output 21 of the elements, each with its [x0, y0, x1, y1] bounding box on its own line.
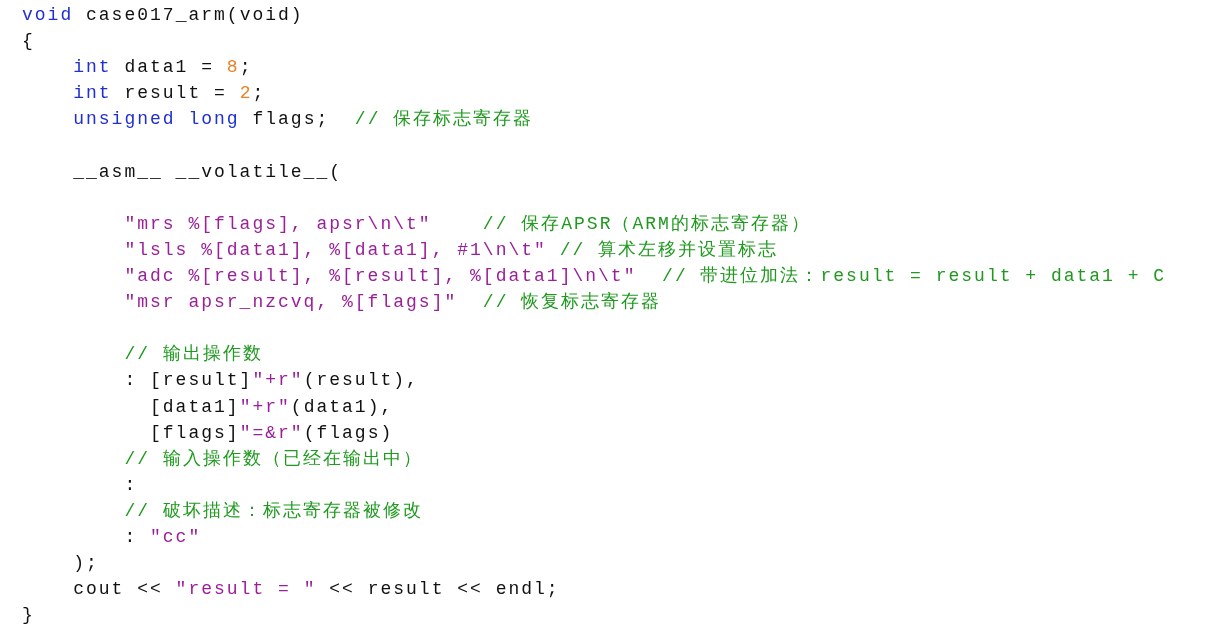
code-line: int result = 2; [73, 82, 266, 105]
code-line: "mrs %[flags], apsr\n\t" // 保存APSR（ARM的标志寄存器） [124, 212, 811, 235]
code-line: unsigned long flags; // 保存标志寄存器 [73, 108, 534, 131]
code-line: ); [73, 552, 99, 575]
code-line: : [result]"+r"(result), [124, 369, 419, 392]
code-line: [data1]"+r"(data1), [150, 395, 394, 418]
code-line: "lsls %[data1], %[data1], #1\n\t" // 算术左移并设置标志 [124, 238, 779, 261]
code-line: : "cc" [124, 526, 202, 548]
code-line: cout << "result = " << result << endl; [73, 578, 560, 601]
code-line: __asm__ __volatile__( [73, 160, 343, 183]
code-line: : [124, 473, 138, 496]
code-line: void case017_arm(void) [22, 4, 304, 26]
code-line: // 输出操作数 [124, 343, 263, 366]
code-line: // 破坏描述：标志寄存器被修改 [124, 499, 423, 522]
code-line: // 输入操作数（已经在输出中） [124, 447, 423, 470]
code-line: [flags]"=&r"(flags) [150, 421, 394, 444]
code-line: { [22, 30, 35, 53]
code-line: int data1 = 8; [73, 56, 253, 79]
code-line: "msr apsr_nzcvq, %[flags]" // 恢复标志寄存器 [124, 291, 662, 314]
code-line: } [22, 604, 35, 627]
code-line: "adc %[result], %[result], %[data1]\n\t" // 带进位加法：result = result + data1 + C [124, 265, 1167, 287]
